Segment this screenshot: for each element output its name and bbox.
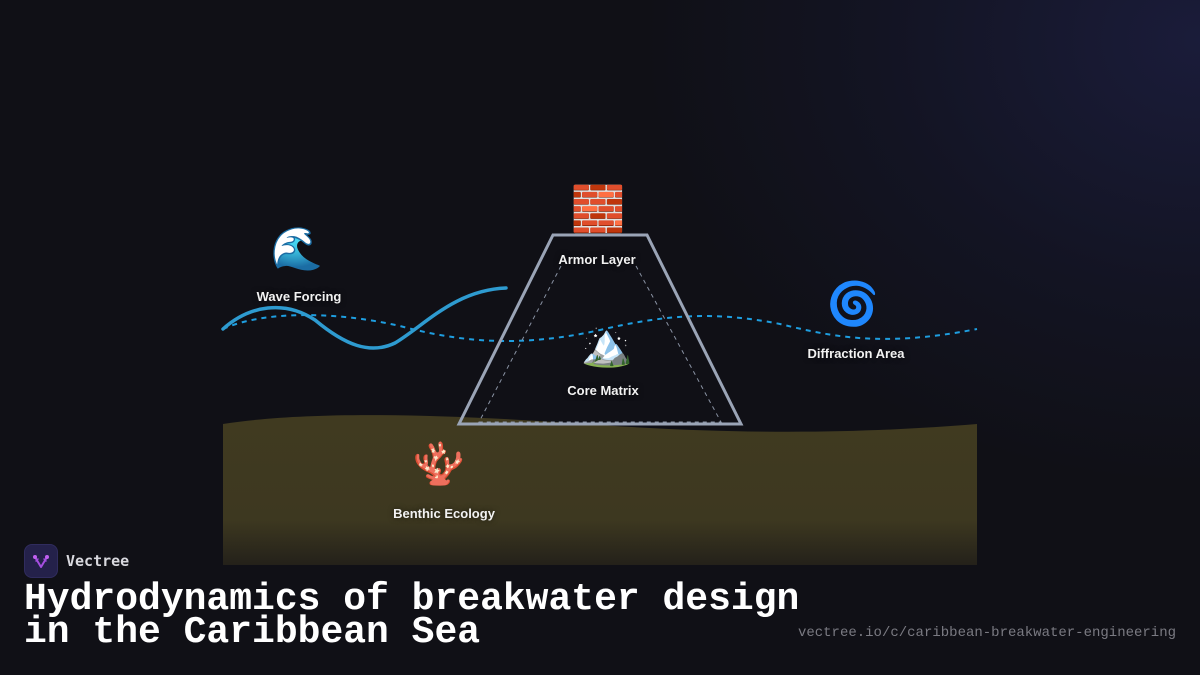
source-url-link[interactable]: vectree.io/c/caribbean-breakwater-engine…	[797, 625, 1176, 641]
core-boundary-dashed	[478, 265, 722, 423]
vectree-logo-icon	[24, 544, 58, 578]
page-title: Hydrodynamics of breakwater design in th…	[24, 581, 799, 652]
title-line-2: in the Caribbean Sea	[24, 611, 481, 654]
brand: Vectree	[24, 544, 129, 578]
brick-icon: 🧱	[570, 185, 626, 234]
brand-name: Vectree	[66, 552, 130, 570]
title-line-1: Hydrodynamics of breakwater design	[24, 578, 800, 621]
seabed	[223, 415, 977, 565]
wave-forcing-label: Wave Forcing	[256, 289, 342, 304]
diffracted-wave-dashed-line	[222, 314, 978, 342]
armor-layer-label: Armor Layer	[558, 252, 636, 267]
diffraction-area-label: Diffraction Area	[807, 346, 905, 361]
incident-wave-line	[221, 286, 508, 350]
water-wave-icon: 🌊	[270, 225, 324, 272]
benthic-ecology-label: Benthic Ecology	[393, 506, 495, 521]
breakwater-outline	[456, 233, 744, 426]
snow-capped-mountain-icon: 🏔️	[580, 321, 634, 368]
cyclone-icon: 🌀	[826, 280, 880, 327]
coral-icon: 🪸	[412, 440, 466, 487]
core-matrix-label: Core Matrix	[567, 383, 639, 398]
